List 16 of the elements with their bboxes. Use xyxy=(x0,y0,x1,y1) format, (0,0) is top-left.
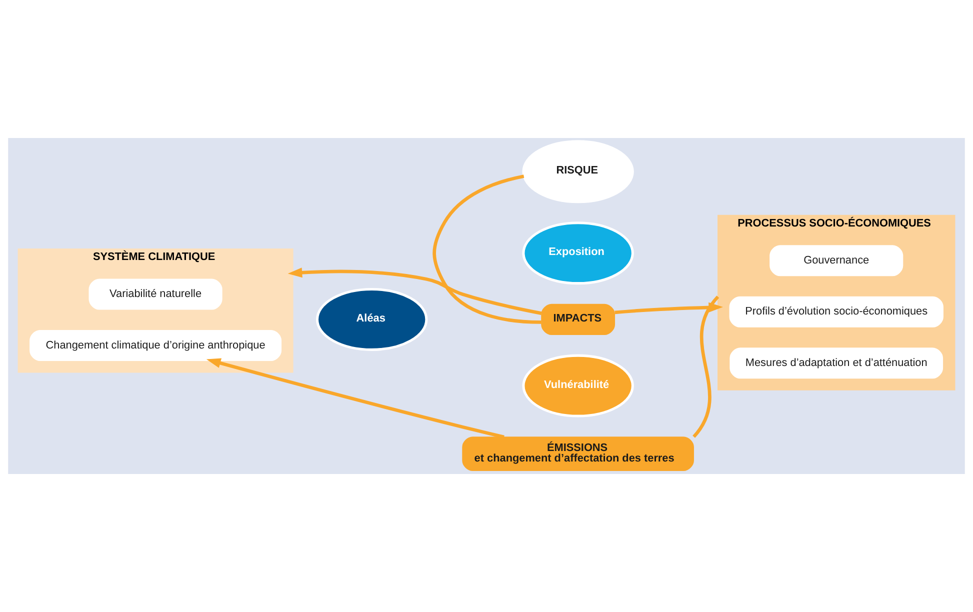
node-ellipse: RISQUE xyxy=(522,140,634,204)
node-box: Variabilité naturelle xyxy=(88,278,222,310)
connector xyxy=(692,296,720,438)
node-box: Mesures d’adaptation et d’atténuation xyxy=(730,348,944,379)
node-box: Gouvernance xyxy=(770,245,904,276)
node-box: IMPACTS xyxy=(541,304,616,335)
node-ellipse: Vulnérabilité xyxy=(522,354,634,418)
node-ellipse: Exposition xyxy=(522,222,634,285)
node-box: ÉMISSIONS et changement d’affectation des terres xyxy=(462,436,694,472)
arrow xyxy=(206,358,504,439)
node-box: Profils d’évolution socio-économiques xyxy=(729,296,944,328)
arrow xyxy=(288,268,542,315)
node-ellipse: Aléas xyxy=(316,288,428,351)
arrow xyxy=(614,302,723,314)
node-box: Changement climatique d’origine anthropique xyxy=(30,330,282,362)
connector xyxy=(432,174,542,324)
